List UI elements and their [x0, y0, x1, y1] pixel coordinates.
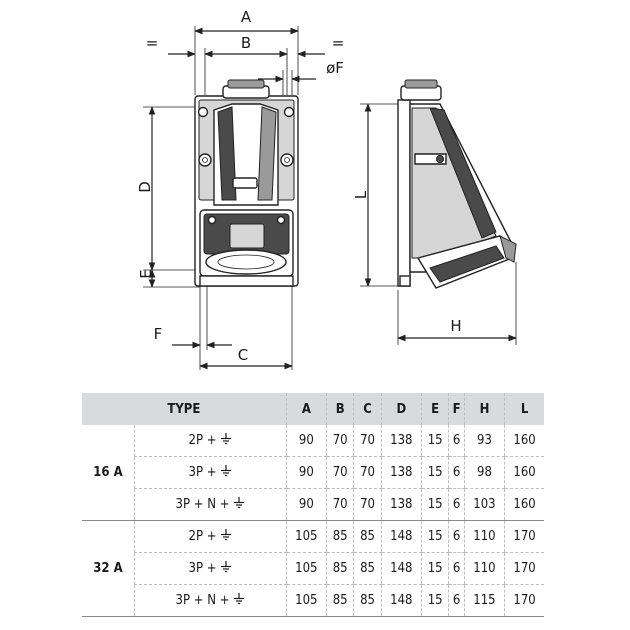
value-cell: 160: [504, 456, 544, 489]
value-cell: 15: [420, 425, 449, 457]
ground-symbol-icon: [234, 497, 245, 509]
dim-label-of: øF: [326, 59, 344, 77]
dim-label-d: D: [136, 181, 154, 193]
value-cell: 85: [353, 520, 382, 553]
value-cell: 110: [463, 552, 505, 585]
value-cell: 160: [504, 488, 544, 521]
value-cell: 160: [504, 425, 544, 457]
value-cell: 6: [448, 520, 465, 553]
column-header: H: [463, 393, 505, 425]
column-header: L: [504, 393, 544, 425]
column-header: E: [420, 393, 449, 425]
value-cell: 148: [380, 520, 422, 553]
value-cell: 70: [353, 425, 382, 457]
value-cell: 85: [325, 584, 354, 617]
dim-label-h: H: [450, 317, 461, 335]
value-cell: 103: [463, 488, 505, 521]
equal-mark-left: =: [146, 34, 159, 52]
value-cell: 15: [420, 552, 449, 585]
value-cell: 6: [448, 488, 465, 521]
value-cell: 138: [380, 456, 422, 489]
dim-label-e: E: [137, 269, 155, 278]
type-label: 2P +: [188, 529, 221, 544]
column-header: D: [380, 393, 422, 425]
front-view: A B = = øF D E: [136, 8, 344, 370]
value-cell: 6: [448, 584, 465, 617]
table-header-row: TYPE A B C D E F H L: [82, 393, 544, 425]
ground-symbol-icon: [221, 433, 232, 445]
value-cell: 6: [448, 552, 465, 585]
value-cell: 170: [504, 552, 544, 585]
type-label: 2P +: [188, 433, 221, 448]
type-label: 3P + N +: [175, 497, 234, 512]
type-cell: 2P +: [134, 425, 287, 457]
value-cell: 15: [420, 456, 449, 489]
value-cell: 85: [353, 584, 382, 617]
value-cell: 170: [504, 520, 544, 553]
value-cell: 70: [325, 456, 354, 489]
equal-mark-right: =: [332, 34, 345, 52]
type-label: 3P +: [188, 561, 221, 576]
dim-label-l: L: [352, 190, 370, 199]
dim-label-f: F: [154, 325, 163, 343]
column-header: F: [448, 393, 465, 425]
value-cell: 70: [353, 456, 382, 489]
value-cell: 105: [285, 520, 327, 553]
value-cell: 85: [325, 552, 354, 585]
value-cell: 138: [380, 488, 422, 521]
value-cell: 6: [448, 456, 465, 489]
value-cell: 85: [325, 520, 354, 553]
value-cell: 170: [504, 584, 544, 617]
ground-symbol-icon: [234, 593, 245, 605]
dim-label-b: B: [241, 34, 251, 52]
value-cell: 70: [353, 488, 382, 521]
column-header: C: [353, 393, 382, 425]
side-view: L H: [352, 79, 517, 345]
ground-symbol-icon: [221, 465, 232, 477]
column-header: B: [325, 393, 354, 425]
value-cell: 138: [380, 425, 422, 457]
value-cell: 90: [285, 488, 327, 521]
value-cell: 90: [285, 425, 327, 457]
type-cell: 2P +: [134, 520, 287, 553]
value-cell: 70: [325, 425, 354, 457]
ground-symbol-icon: [221, 529, 232, 541]
value-cell: 90: [285, 456, 327, 489]
column-header: A: [285, 393, 327, 425]
type-label: 3P + N +: [175, 593, 234, 608]
value-cell: 105: [285, 552, 327, 585]
rating-cell: 16 A: [82, 425, 135, 521]
technical-drawing: A B = = øF D E: [136, 8, 517, 370]
type-cell: 3P + N +: [134, 584, 287, 617]
value-cell: 110: [463, 520, 505, 553]
value-cell: 105: [285, 584, 327, 617]
type-cell: 3P + N +: [134, 488, 287, 521]
ground-symbol-icon: [221, 561, 232, 573]
value-cell: 15: [420, 488, 449, 521]
dim-label-a: A: [241, 8, 252, 26]
value-cell: 93: [463, 425, 505, 457]
column-header-type: TYPE: [82, 393, 287, 425]
value-cell: 70: [325, 488, 354, 521]
value-cell: 115: [463, 584, 505, 617]
type-cell: 3P +: [134, 456, 287, 489]
value-cell: 98: [463, 456, 505, 489]
value-cell: 85: [353, 552, 382, 585]
value-cell: 15: [420, 520, 449, 553]
value-cell: 148: [380, 584, 422, 617]
type-label: 3P +: [188, 465, 221, 480]
type-cell: 3P +: [134, 552, 287, 585]
rating-cell: 32 A: [82, 520, 135, 617]
value-cell: 15: [420, 584, 449, 617]
value-cell: 6: [448, 425, 465, 457]
value-cell: 148: [380, 552, 422, 585]
dim-label-c: C: [238, 346, 248, 364]
